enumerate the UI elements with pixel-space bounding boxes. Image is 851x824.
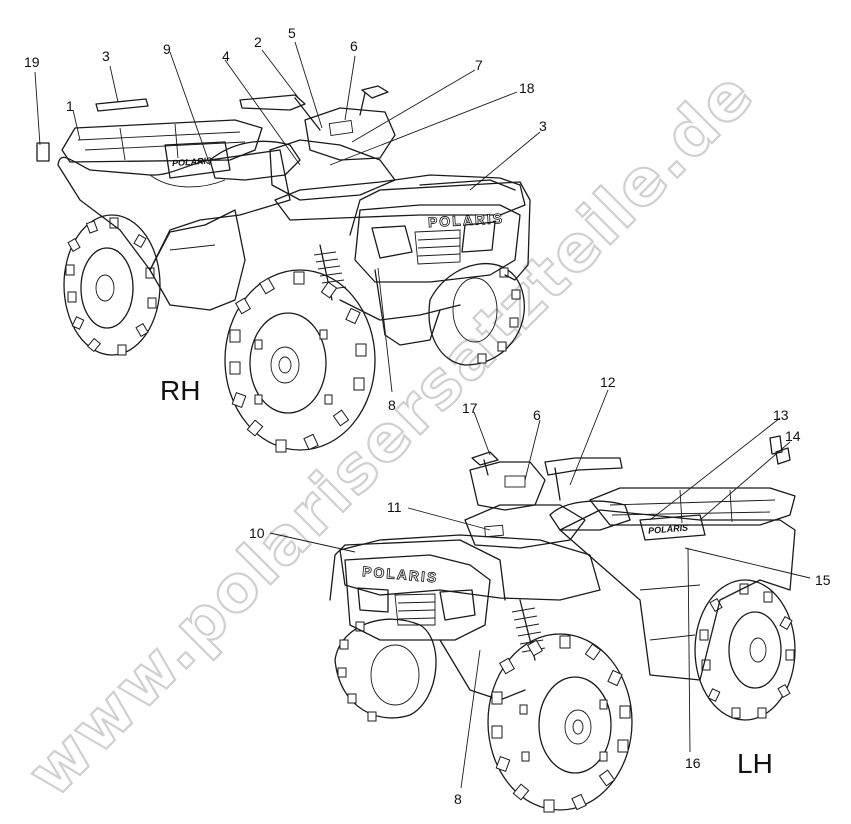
lh-front-far-wheel	[334, 618, 437, 722]
callout-16: 16	[685, 755, 701, 771]
callout-8-lh: 8	[454, 791, 462, 807]
callout-18: 18	[519, 80, 535, 96]
leader-lines	[34, 41, 811, 789]
rh-front-far-wheel	[428, 262, 525, 366]
view-label-lh: LH	[737, 748, 773, 779]
lh-rear-wheel	[694, 579, 796, 721]
decal-13	[769, 435, 783, 455]
callout-3-front: 3	[539, 118, 547, 134]
lh-fender-brand: POLARIS	[648, 522, 689, 535]
watermark-text: www.polarisersatzteile.de	[14, 57, 768, 811]
decal-19	[36, 142, 50, 162]
callout-3-rack: 3	[102, 48, 110, 64]
callout-6-rh: 6	[350, 38, 358, 54]
callouts-lh: 17 6 12 13 14 11 10 15 16 8	[249, 374, 831, 807]
decal-3-rack	[95, 98, 149, 112]
callout-4: 4	[222, 48, 230, 64]
rh-front-near-wheel	[224, 269, 376, 453]
callout-19: 19	[24, 54, 40, 70]
callout-13: 13	[773, 407, 789, 423]
callout-12: 12	[600, 374, 616, 390]
callout-2: 2	[254, 34, 262, 50]
callout-11: 11	[387, 499, 402, 515]
atv-left-side-view: POLARIS POLARIS	[329, 435, 796, 813]
rh-brand-logo: POLARIS	[428, 210, 505, 230]
rh-fender-brand: POLARIS	[172, 155, 213, 168]
callout-7: 7	[475, 57, 483, 73]
view-label-rh: RH	[160, 375, 200, 406]
atv-right-side-view: POLARIS POLARIS	[36, 85, 531, 453]
callout-5: 5	[288, 25, 296, 41]
callout-10: 10	[249, 525, 265, 541]
callout-15: 15	[815, 572, 831, 588]
rh-rear-wheel	[63, 214, 161, 356]
lh-brand-logo: POLARIS	[362, 563, 439, 586]
callout-6-lh: 6	[533, 407, 541, 423]
callouts-rh: 19 3 1 9 4 2 5 6 7 18 3 8	[24, 25, 547, 413]
decal-14	[775, 447, 791, 465]
callout-14: 14	[785, 428, 801, 444]
lh-front-near-wheel	[487, 633, 633, 813]
callout-9: 9	[163, 41, 171, 57]
rh-body: POLARIS POLARIS	[57, 85, 531, 346]
callout-1: 1	[66, 98, 74, 114]
callout-17: 17	[462, 400, 478, 416]
callout-8-rh: 8	[388, 397, 396, 413]
watermark: www.polarisersatzteile.de	[13, 56, 770, 813]
lh-body: POLARIS POLARIS	[329, 451, 796, 701]
